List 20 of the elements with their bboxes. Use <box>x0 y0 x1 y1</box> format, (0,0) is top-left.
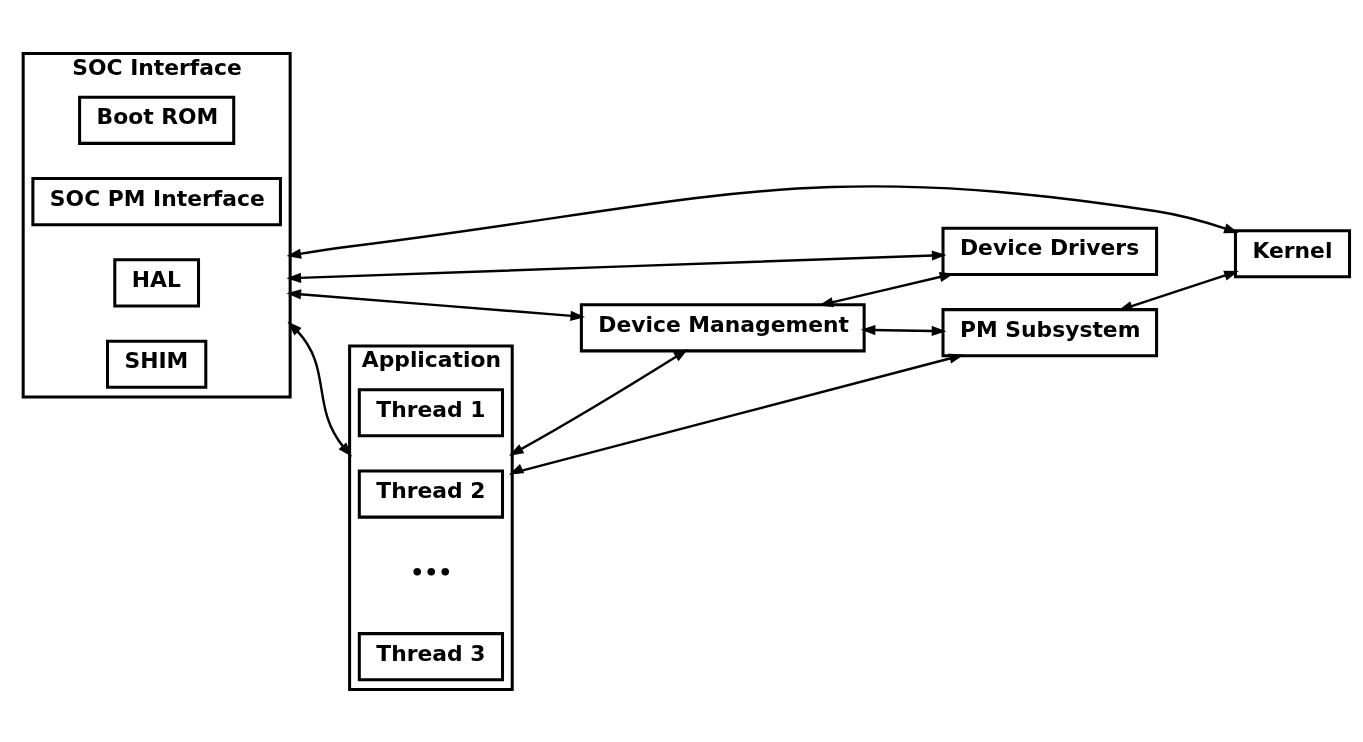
label: ••• <box>410 558 453 584</box>
arrow <box>1118 270 1239 311</box>
node-box: Boot ROM <box>78 95 236 145</box>
arrow <box>860 324 947 336</box>
node-box: Thread 3 <box>357 631 505 681</box>
node-box: SHIM <box>106 339 208 389</box>
arrow <box>509 348 689 456</box>
node-box: Device Drivers <box>941 226 1159 276</box>
node-box: PM Subsystem <box>941 307 1159 357</box>
node-box: HAL <box>113 257 201 307</box>
node-box: Kernel <box>1233 228 1352 278</box>
node-box: Thread 1 <box>357 387 505 437</box>
node-box: SOC PM Interface <box>31 176 282 226</box>
node-box: Thread 2 <box>357 469 505 519</box>
arrow <box>287 321 353 457</box>
arrow <box>286 184 1239 259</box>
node-box: Device Management <box>579 302 866 352</box>
arrow <box>508 353 964 475</box>
arrow <box>286 249 947 283</box>
arrow <box>286 288 586 321</box>
